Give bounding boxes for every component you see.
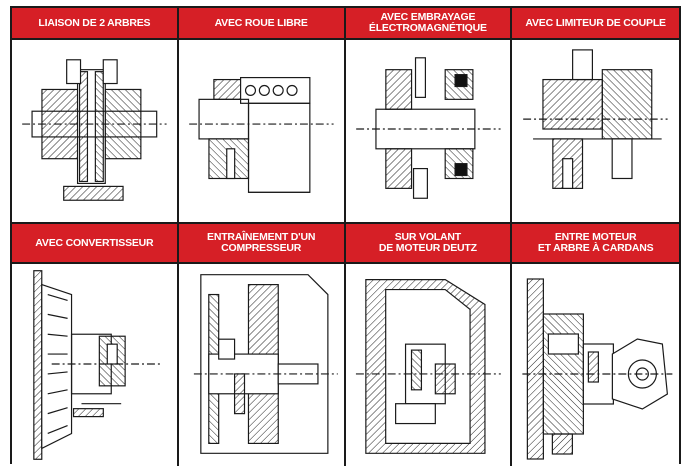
panel-title-liaison: LIAISON DE 2 ARBRES (12, 8, 179, 40)
coupling-drawing-2 (188, 76, 334, 193)
panel-title-cardans: ENTRE MOTEUR ET ARBRE À CARDANS (512, 224, 679, 264)
coupling-drawing-7 (355, 279, 501, 454)
panel-title-limiteur: AVEC LIMITEUR DE COUPLE (512, 8, 679, 40)
panel-title-convertisseur: AVEC CONVERTISSEUR (12, 224, 179, 264)
panel-title-deutz: SUR VOLANT DE MOTEUR DEUTZ (345, 224, 513, 264)
coupling-drawing-4 (523, 49, 668, 189)
coupling-drawing-6 (193, 274, 338, 454)
drawing-embrayage (345, 40, 513, 224)
drawing-liaison (12, 40, 179, 224)
panel-title-embrayage: AVEC EMBRAYAGE ÉLECTROMAGNÉTIQUE (345, 8, 513, 40)
drawing-deutz (345, 264, 513, 466)
coupling-applications-grid: LIAISON DE 2 ARBRES AVEC ROUE LIBRE AVEC… (10, 6, 681, 466)
coupling-drawing-3 (355, 57, 501, 199)
panel-title-compresseur: ENTRAÎNEMENT D'UN COMPRESSEUR (178, 224, 346, 264)
coupling-drawing-5 (33, 270, 161, 460)
drawing-cardans (512, 264, 679, 466)
drawing-convertisseur (12, 264, 179, 466)
panel-title-roue-libre: AVEC ROUE LIBRE (178, 8, 346, 40)
coupling-drawing-8 (522, 278, 673, 460)
drawing-roue-libre (178, 40, 346, 224)
drawing-limiteur (512, 40, 679, 224)
coupling-drawing-1 (22, 59, 167, 201)
drawing-compresseur (178, 264, 346, 466)
